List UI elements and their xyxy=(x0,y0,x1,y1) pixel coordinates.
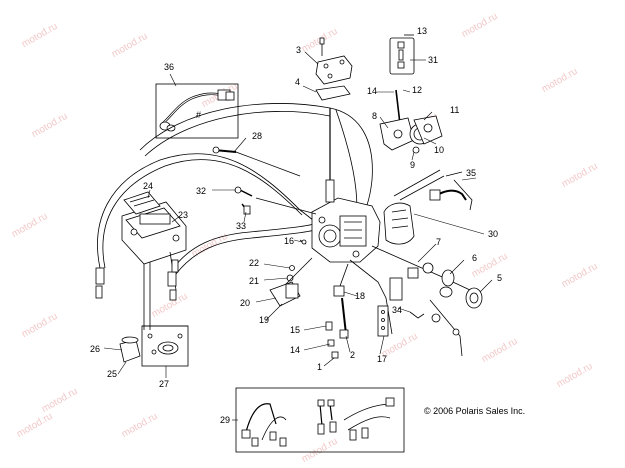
callout-3: 3 xyxy=(296,45,302,55)
callout-25: 25 xyxy=(107,369,118,379)
callout-4: 4 xyxy=(295,77,301,87)
callout-33: 33 xyxy=(236,221,247,231)
float-bowl xyxy=(121,191,187,330)
callout-34: 34 xyxy=(392,305,403,315)
carburetor-body xyxy=(311,179,381,263)
callout-15: 15 xyxy=(290,325,301,335)
callout-14-top: 14 xyxy=(367,86,378,96)
leader-lines xyxy=(103,51,493,421)
hose-fitting xyxy=(429,171,473,211)
callout-9: 9 xyxy=(410,160,416,170)
fitting-28 xyxy=(212,146,301,177)
callout-27: 27 xyxy=(159,379,170,389)
callout-16: 16 xyxy=(284,236,295,246)
cable-end-connectors xyxy=(95,259,179,301)
drain-hose xyxy=(349,259,403,337)
sensor-housing xyxy=(383,169,445,245)
callout-30: 30 xyxy=(488,229,499,239)
callout-32: 32 xyxy=(196,186,207,196)
solenoid-assembly xyxy=(269,257,313,307)
callout-19: 19 xyxy=(259,315,270,325)
callout-5: 5 xyxy=(497,273,503,283)
pilot-jet-kit xyxy=(389,34,415,75)
callout-14-bottom: 14 xyxy=(290,345,301,355)
callout-7: 7 xyxy=(436,237,442,247)
callout-29: 29 xyxy=(220,415,231,425)
callout-24: 24 xyxy=(143,181,154,191)
callout-13: 13 xyxy=(417,26,428,36)
carb-top-cover xyxy=(315,37,353,101)
callout-35: 35 xyxy=(466,168,477,178)
fittings-32-33 xyxy=(234,186,317,215)
throttle-linkage xyxy=(371,245,483,357)
callout-22: 22 xyxy=(249,258,260,268)
callout-18: 18 xyxy=(355,291,366,301)
callout-36: 36 xyxy=(164,62,175,72)
accelerator-pump xyxy=(379,89,443,154)
callout-11: 11 xyxy=(450,105,460,115)
sensor-harness-group xyxy=(155,83,239,139)
callout-31: 31 xyxy=(428,55,439,65)
jets-and-screws xyxy=(325,263,349,359)
callout-2: 2 xyxy=(350,350,356,360)
callout-26: 26 xyxy=(90,344,101,354)
callout-28: 28 xyxy=(252,131,263,141)
callout-6: 6 xyxy=(472,253,478,263)
float-parts xyxy=(119,325,189,367)
callout-8: 8 xyxy=(372,111,378,121)
wiring-harness-group xyxy=(235,387,405,453)
callout-10: 10 xyxy=(434,145,445,155)
callout-12: 12 xyxy=(412,85,423,95)
callout-17: 17 xyxy=(377,354,388,364)
copyright-notice: © 2006 Polaris Sales Inc. xyxy=(424,406,526,416)
hash-mark: # xyxy=(196,110,202,120)
callout-21: 21 xyxy=(249,276,260,286)
callout-1: 1 xyxy=(317,362,323,372)
callout-23: 23 xyxy=(178,210,189,220)
callout-20: 20 xyxy=(240,298,251,308)
